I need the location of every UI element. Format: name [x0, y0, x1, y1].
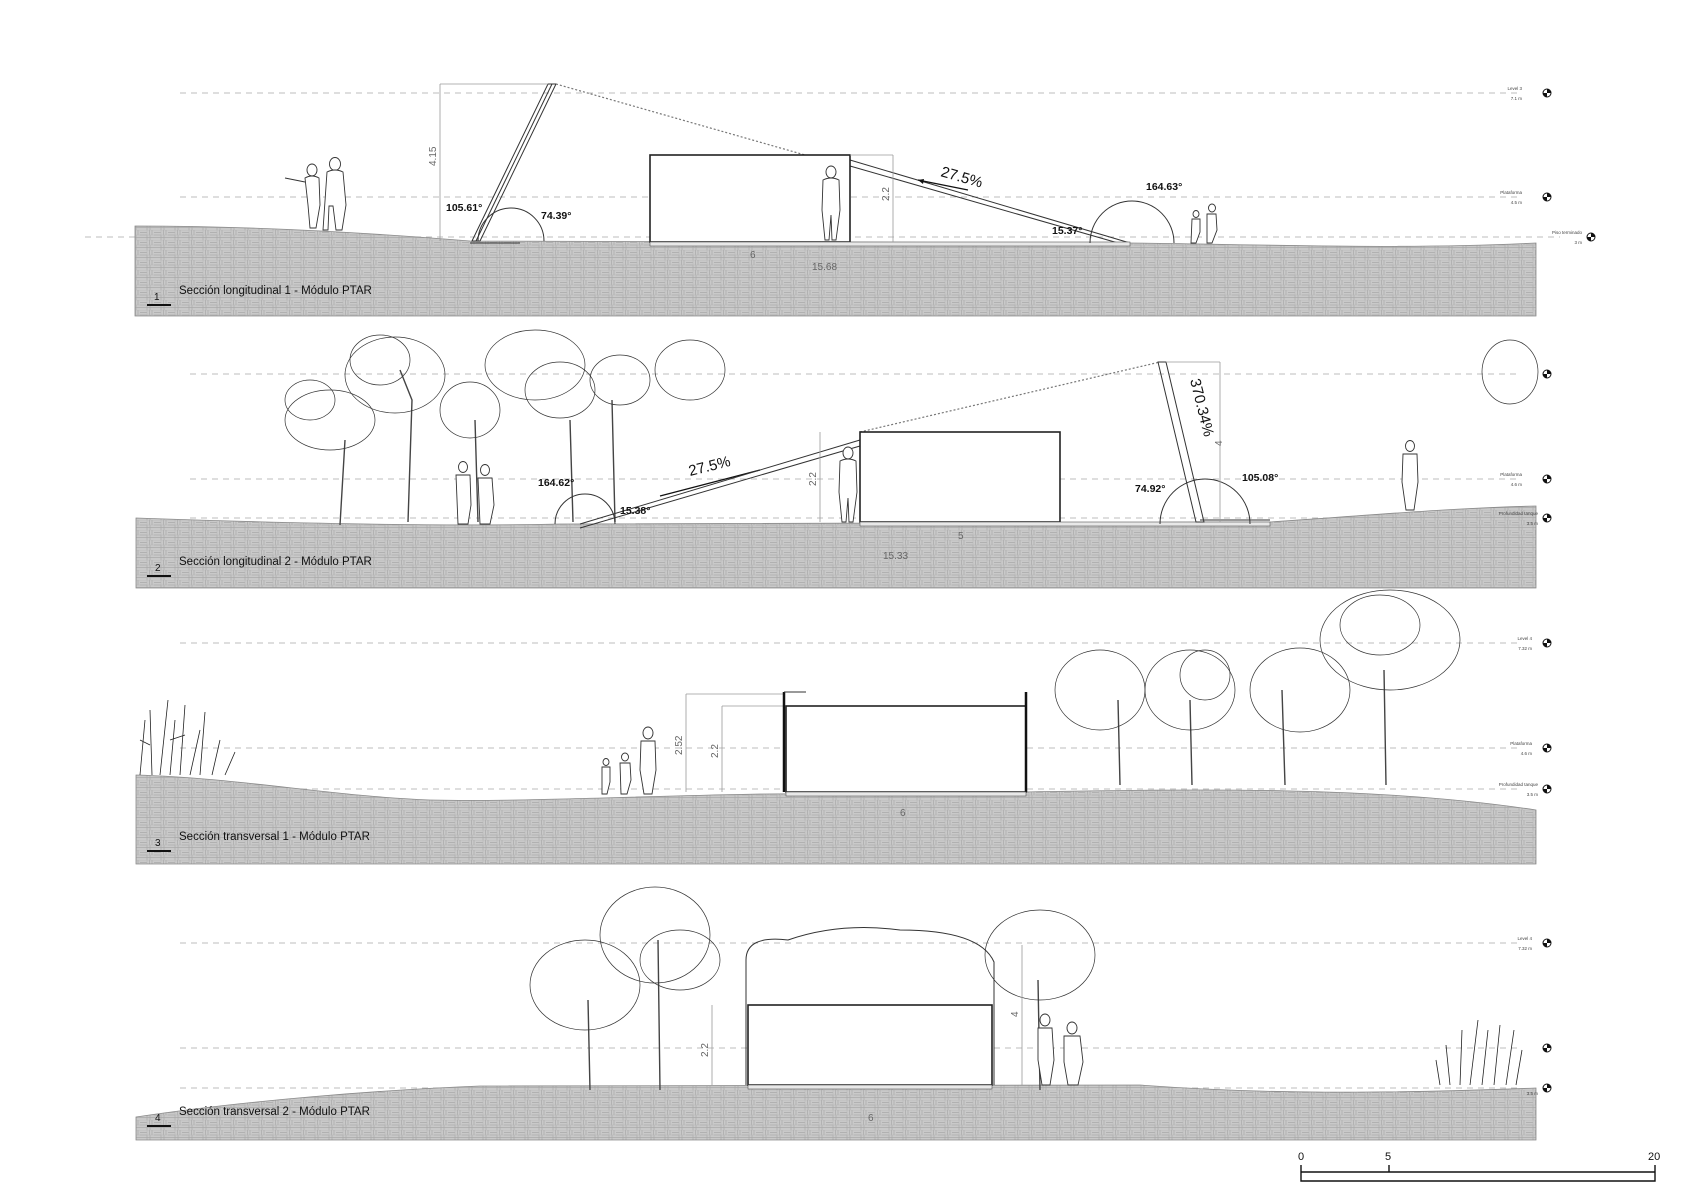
people-figures — [284, 157, 347, 231]
level-value: 3 m — [1574, 240, 1582, 245]
level-name: Profundidad tanque — [1499, 511, 1539, 516]
dim-label: 4 — [1010, 1011, 1021, 1017]
angle-arc — [1089, 200, 1175, 244]
level-marker-icon — [1542, 88, 1552, 98]
dim-label: 2.2 — [700, 1043, 711, 1057]
level-value: 3.5 m — [1527, 521, 1539, 526]
level-marker-icon — [1542, 474, 1552, 484]
roof-slope — [555, 83, 806, 156]
angle-label: 74.39° — [541, 210, 571, 222]
angle-label: 164.63° — [1146, 181, 1182, 193]
level-name: Level 4 — [1517, 936, 1532, 941]
level-marker-icon — [1542, 513, 1552, 523]
level-name: Plataforma — [1500, 190, 1522, 195]
person-in-module — [821, 165, 841, 241]
level-name: Plataforma — [1510, 741, 1532, 746]
angle-label: 15.37° — [1052, 225, 1082, 237]
section-number: 4 — [155, 1113, 161, 1124]
section-3: 2.52 2.2 6 Level 4 7.32 m Plataforma 4.6… — [135, 589, 1552, 865]
angle-label: 74.92° — [1135, 483, 1165, 495]
dim-label: 6 — [868, 1113, 874, 1124]
ptar-module-box — [649, 154, 851, 243]
slope-label: 27.5% — [687, 453, 732, 480]
section-caption: Sección transversal 1 - Módulo PTAR — [179, 831, 370, 843]
person-outside-module — [838, 446, 858, 523]
scale-label: 5 — [1385, 1151, 1391, 1163]
dim-label: 6 — [900, 808, 906, 819]
trees-left — [284, 329, 726, 526]
people-figures — [455, 461, 495, 525]
dim-label: 6 — [750, 250, 756, 261]
children-figures — [1190, 203, 1218, 244]
section-1: 4.15 2.2 15.68 6 105.61° 74.39° 164.63° … — [85, 83, 1596, 317]
section-number: 1 — [154, 292, 160, 303]
section-number: 2 — [155, 563, 161, 574]
scale-label: 20 — [1648, 1151, 1660, 1163]
ptar-module-box — [785, 705, 1027, 793]
level-marker-icon — [1542, 638, 1552, 648]
grass-left — [139, 699, 236, 776]
ground-section-1 — [134, 225, 1537, 317]
level-name: Plataforma — [1500, 472, 1522, 477]
ptar-module-box — [859, 431, 1061, 523]
inclined-wall — [1157, 361, 1205, 523]
ptar-module-box — [747, 1004, 993, 1086]
level-marker-icon — [1586, 232, 1596, 242]
level-value: 4.5 m — [1511, 200, 1523, 205]
people-figures — [601, 726, 657, 795]
slope-label: 370.34% — [1186, 377, 1217, 439]
angle-label: 105.61° — [446, 202, 482, 214]
dim-label: 5 — [958, 531, 964, 542]
slope-label: 27.5% — [939, 164, 985, 192]
dim-label: 2.2 — [808, 472, 819, 486]
ground-section-2 — [135, 505, 1537, 589]
grass-right — [1435, 1019, 1523, 1086]
angle-label: 15.38° — [620, 505, 650, 517]
level-marker-icon — [1542, 1043, 1552, 1053]
dim-label: 4 — [1214, 440, 1225, 446]
dim-label: 15.33 — [883, 551, 908, 562]
level-marker-icon — [1542, 938, 1552, 948]
level-marker-icon — [1542, 743, 1552, 753]
level-marker-icon — [1542, 784, 1552, 794]
angle-label: 164.62° — [538, 477, 574, 489]
level-value: 7.1 m — [1511, 96, 1523, 101]
trees-right — [1054, 589, 1461, 786]
angle-arc — [477, 207, 545, 242]
level-value: 7.32 m — [1518, 946, 1532, 951]
dim-label: 4.15 — [428, 146, 439, 166]
cover-arch — [745, 927, 995, 1085]
level-name: Profundidad tanque — [1499, 782, 1539, 787]
dim-label: 2.2 — [710, 744, 721, 758]
scale-label: 0 — [1298, 1151, 1304, 1163]
people-figures — [1037, 1013, 1084, 1086]
level-value: 4.6 m — [1511, 482, 1523, 487]
dim-label: 2.52 — [674, 735, 685, 755]
level-value: 7.32 m — [1518, 646, 1532, 651]
level-marker-icon — [1542, 1083, 1552, 1093]
ground-section-3 — [135, 774, 1537, 865]
level-name: Piso terminado — [1552, 230, 1583, 235]
section-caption: Sección transversal 2 - Módulo PTAR — [179, 1106, 370, 1118]
section-caption: Sección longitudinal 2 - Módulo PTAR — [179, 556, 372, 568]
level-value: 3.5 m — [1527, 792, 1539, 797]
tree-right — [1481, 339, 1539, 405]
section-2: 2.2 4 15.33 5 164.62° 15.38° 74.92° 105.… — [135, 329, 1552, 589]
scale-bar: 0 5 20 — [1298, 1151, 1660, 1182]
person-right — [1401, 440, 1419, 511]
level-marker-icon — [1542, 369, 1552, 379]
level-name: Level 4 — [1517, 636, 1532, 641]
section-4: 2.2 4 6 Level 4 7.32 m 3.5 m 4 Sección t… — [135, 886, 1552, 1141]
ground-section-4 — [135, 1084, 1537, 1141]
level-value: 3.5 m — [1527, 1091, 1539, 1096]
section-caption: Sección longitudinal 1 - Módulo PTAR — [179, 285, 372, 297]
angle-label: 105.08° — [1242, 472, 1278, 484]
level-value: 4.6 m — [1521, 751, 1533, 756]
dim-label: 15.68 — [812, 262, 837, 273]
level-name: Level 3 — [1507, 86, 1522, 91]
level-marker-icon — [1542, 192, 1552, 202]
dim-label: 2.2 — [881, 187, 892, 201]
section-number: 3 — [155, 838, 161, 849]
